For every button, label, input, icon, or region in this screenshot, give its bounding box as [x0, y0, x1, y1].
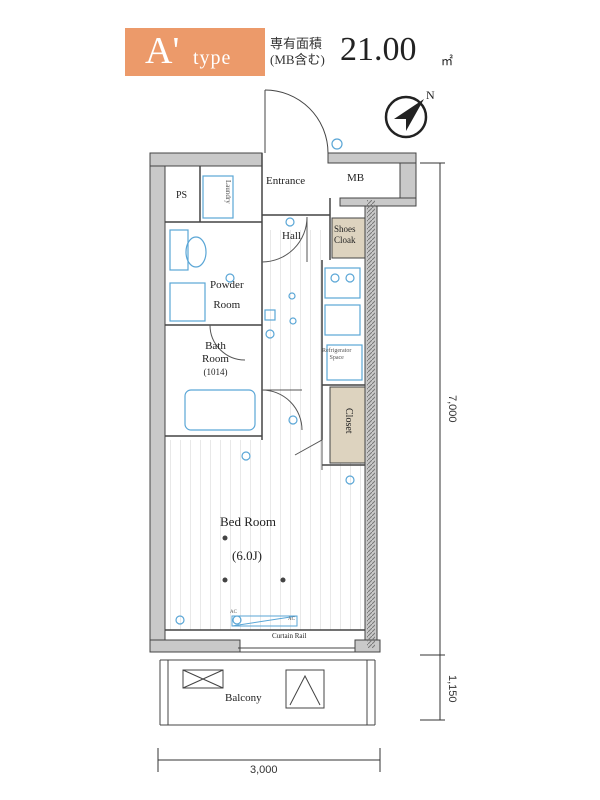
area-label-line1: 専有面積 — [270, 36, 323, 51]
entrance-label: Entrance — [266, 175, 306, 187]
compass-icon: N — [384, 88, 435, 139]
bedroom-floor — [165, 440, 365, 630]
mb-label: MB — [347, 172, 365, 184]
interior-walls — [165, 153, 365, 631]
fixtures — [169, 138, 363, 625]
bed-room-label: Bed Room — [220, 514, 276, 529]
balcony-label: Balcony — [225, 692, 262, 704]
area-unit: ㎡ — [441, 54, 454, 68]
ac-units — [231, 615, 298, 627]
depth-dimension: 7,000 — [446, 395, 458, 423]
area-value: 21.00 — [340, 31, 417, 68]
type-main: A' — [145, 30, 180, 72]
ps-label: PS — [176, 190, 188, 201]
wall-hatch — [367, 200, 375, 648]
balcony-depth-dimension: 1,150 — [446, 675, 458, 703]
bath-room-line2: Room — [202, 353, 229, 365]
type-sub: type — [193, 47, 232, 69]
powder-room-line1: Powder — [210, 279, 244, 291]
shoes-cloak-area — [331, 217, 366, 259]
bed-size: (6.0J) — [232, 548, 262, 563]
shoes-cloak-line1: Shoes — [334, 224, 356, 234]
powder-room-label: Powder Room — [210, 278, 244, 312]
balcony-frame — [159, 647, 376, 726]
small-marks — [222, 535, 286, 583]
ac-label-2: AC — [288, 617, 295, 622]
width-dimension: 3,000 — [250, 764, 278, 776]
ac-label-1: AC — [230, 610, 237, 615]
bath-room-label: Bath Room (1014) — [202, 340, 229, 379]
door-swings — [209, 216, 323, 470]
powder-room-line2: Room — [213, 299, 241, 311]
refrigerator-label: Refrigerator Space — [322, 348, 351, 362]
refrigerator-line2: Space — [329, 355, 344, 361]
compass-letter: N — [426, 88, 435, 102]
curtain-rail-label: Curtain Rail — [272, 632, 307, 640]
bath-room-line1: Bath — [205, 340, 226, 352]
bath-size: (1014) — [203, 367, 228, 377]
dimension-lines — [157, 162, 445, 772]
type-badge: A' type — [125, 28, 265, 76]
closet-label: Closet — [343, 408, 354, 434]
shoes-cloak-line2: Cloak — [334, 235, 356, 245]
hall-floor — [262, 230, 322, 440]
refrigerator-line1: Refrigerator — [322, 348, 352, 354]
shoes-cloak-label: Shoes Cloak — [334, 224, 356, 246]
hall-label: Hall — [282, 230, 301, 242]
area-label: 専有面積 (MB含む) — [270, 36, 325, 68]
entrance-door — [264, 89, 329, 154]
area-label-line2: (MB含む) — [270, 52, 325, 67]
laundry-label: Laundry — [224, 180, 232, 204]
closet-area — [329, 386, 366, 464]
